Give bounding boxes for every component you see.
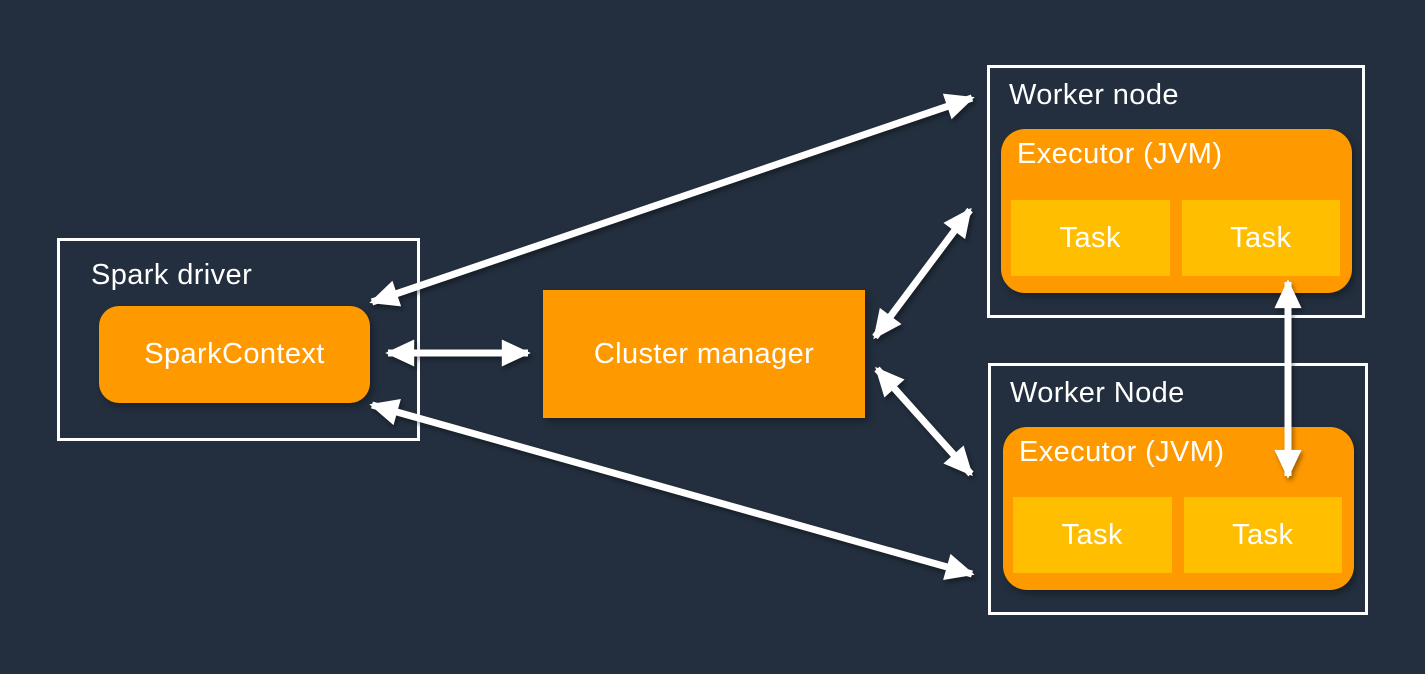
- arrow-sparkcontext-worker2: [369, 399, 975, 580]
- arrow-sparkcontext-worker1: [369, 93, 975, 307]
- worker-node-1-box: Worker node Executor (JVM) Task Task: [987, 65, 1365, 318]
- task-label: Task: [1061, 518, 1123, 551]
- arrow-clustermanager-worker1: [872, 207, 973, 340]
- spark-driver-label: Spark driver: [91, 259, 253, 291]
- spark-context-node: SparkContext: [99, 306, 370, 403]
- worker-node-2-task-2: Task: [1183, 497, 1342, 573]
- cluster-manager-label: Cluster manager: [593, 337, 815, 370]
- worker-node-2-task-row: Task Task: [1013, 497, 1342, 573]
- worker-node-1-task-2: Task: [1181, 200, 1340, 276]
- task-label: Task: [1230, 221, 1292, 254]
- task-label: Task: [1232, 518, 1294, 551]
- worker-node-2-box: Worker Node Executor (JVM) Task Task: [988, 363, 1368, 615]
- arrow-clustermanager-worker2: [874, 366, 974, 477]
- worker-node-2-executor: Executor (JVM) Task Task: [1003, 427, 1354, 590]
- worker-node-2-label: Worker Node: [1010, 377, 1185, 409]
- worker-node-1-task-1: Task: [1011, 200, 1170, 276]
- worker-node-2-executor-label: Executor (JVM): [1019, 436, 1225, 468]
- worker-node-1-executor: Executor (JVM) Task Task: [1001, 129, 1352, 293]
- spark-context-label: SparkContext: [144, 338, 325, 370]
- worker-node-1-label: Worker node: [1009, 79, 1179, 111]
- worker-node-1-task-row: Task Task: [1011, 200, 1340, 276]
- worker-node-2-task-1: Task: [1013, 497, 1172, 573]
- task-label: Task: [1059, 221, 1121, 254]
- cluster-manager-node: Cluster manager: [543, 290, 865, 418]
- spark-driver-box: Spark driver SparkContext: [57, 238, 420, 441]
- worker-node-1-executor-label: Executor (JVM): [1017, 138, 1223, 170]
